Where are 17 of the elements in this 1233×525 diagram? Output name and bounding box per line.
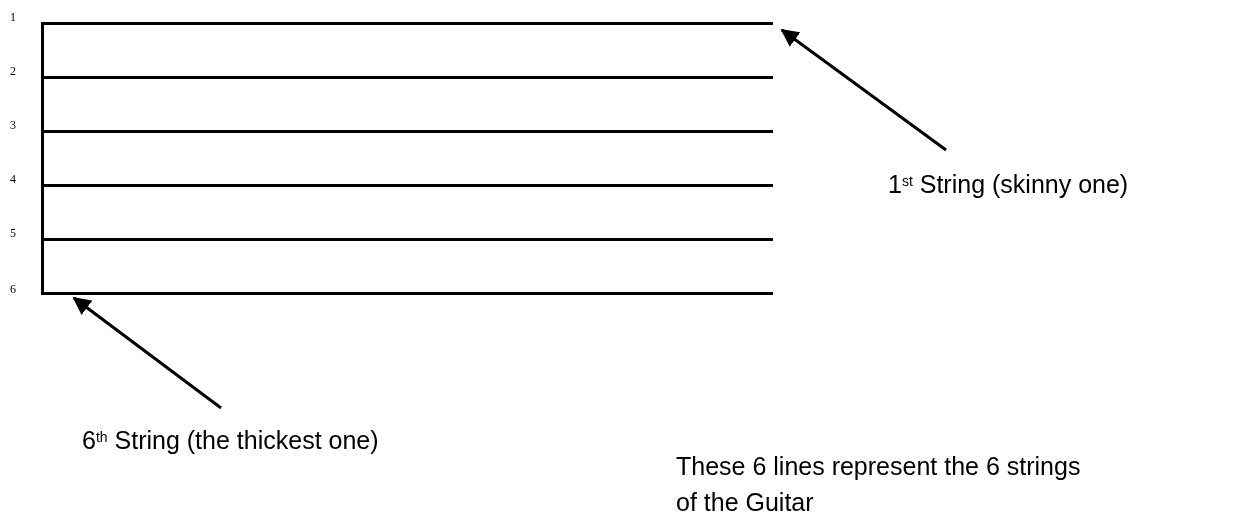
string-number: 1 bbox=[10, 10, 16, 24]
leader-arrow bbox=[72, 296, 222, 410]
string-line bbox=[42, 238, 773, 241]
string-number: 4 bbox=[10, 172, 16, 186]
string-line bbox=[42, 184, 773, 187]
leader-arrow bbox=[780, 28, 947, 152]
string-number: 6 bbox=[10, 282, 16, 296]
string-number: 2 bbox=[10, 64, 16, 78]
string-label: 1$^{st}$ String (skinny one) bbox=[888, 169, 1130, 200]
string-line bbox=[42, 130, 773, 133]
note-text: These 6 lines represent the 6 strings of the Guitar bbox=[676, 451, 1082, 518]
string-line bbox=[42, 292, 773, 295]
string-number: 5 bbox=[10, 226, 16, 240]
string-line bbox=[42, 76, 773, 79]
string-number: 3 bbox=[10, 118, 16, 132]
string-line bbox=[42, 22, 773, 25]
string-label: 6$^{th}$ String (the thickest one) bbox=[82, 425, 380, 456]
